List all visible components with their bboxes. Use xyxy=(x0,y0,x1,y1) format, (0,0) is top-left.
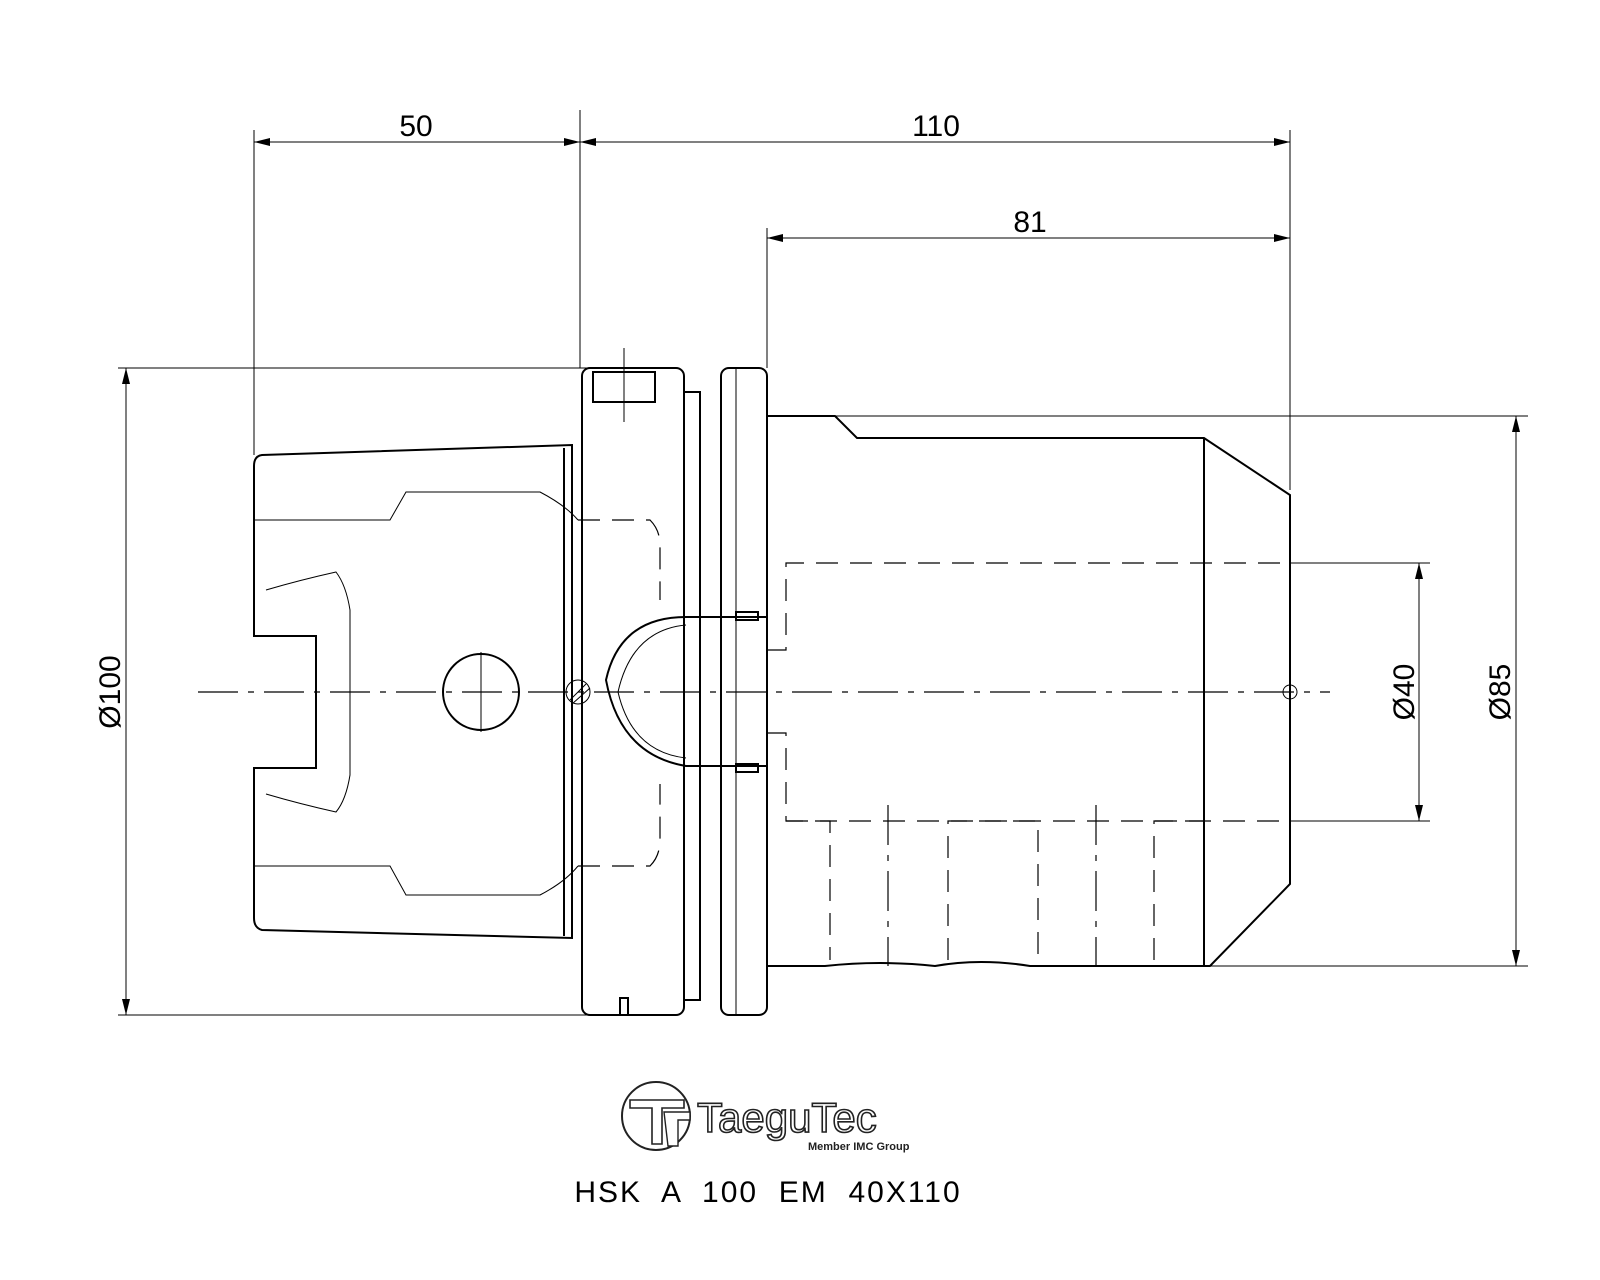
logo-brand: TaeguTec xyxy=(697,1094,877,1141)
logo-mark-icon xyxy=(629,1099,685,1145)
dimension-lines xyxy=(118,110,1528,1016)
dim-81: 81 xyxy=(1013,206,1046,239)
model-designation: HSK A 100 EM 40X110 xyxy=(574,1176,961,1209)
dim-50: 50 xyxy=(399,110,432,143)
dim-diameter-100: Ø100 xyxy=(94,655,127,728)
coolant-tube xyxy=(604,611,767,773)
taegutec-logo: TaeguTec Member IMC Group xyxy=(621,1081,910,1153)
dim-110: 110 xyxy=(912,110,960,143)
end-mill-body xyxy=(767,415,1298,968)
dim-diameter-40: Ø40 xyxy=(1388,664,1421,721)
dim-diameter-85: Ø85 xyxy=(1484,664,1517,721)
flange xyxy=(578,348,768,1016)
logo-tagline: Member IMC Group xyxy=(808,1141,910,1153)
